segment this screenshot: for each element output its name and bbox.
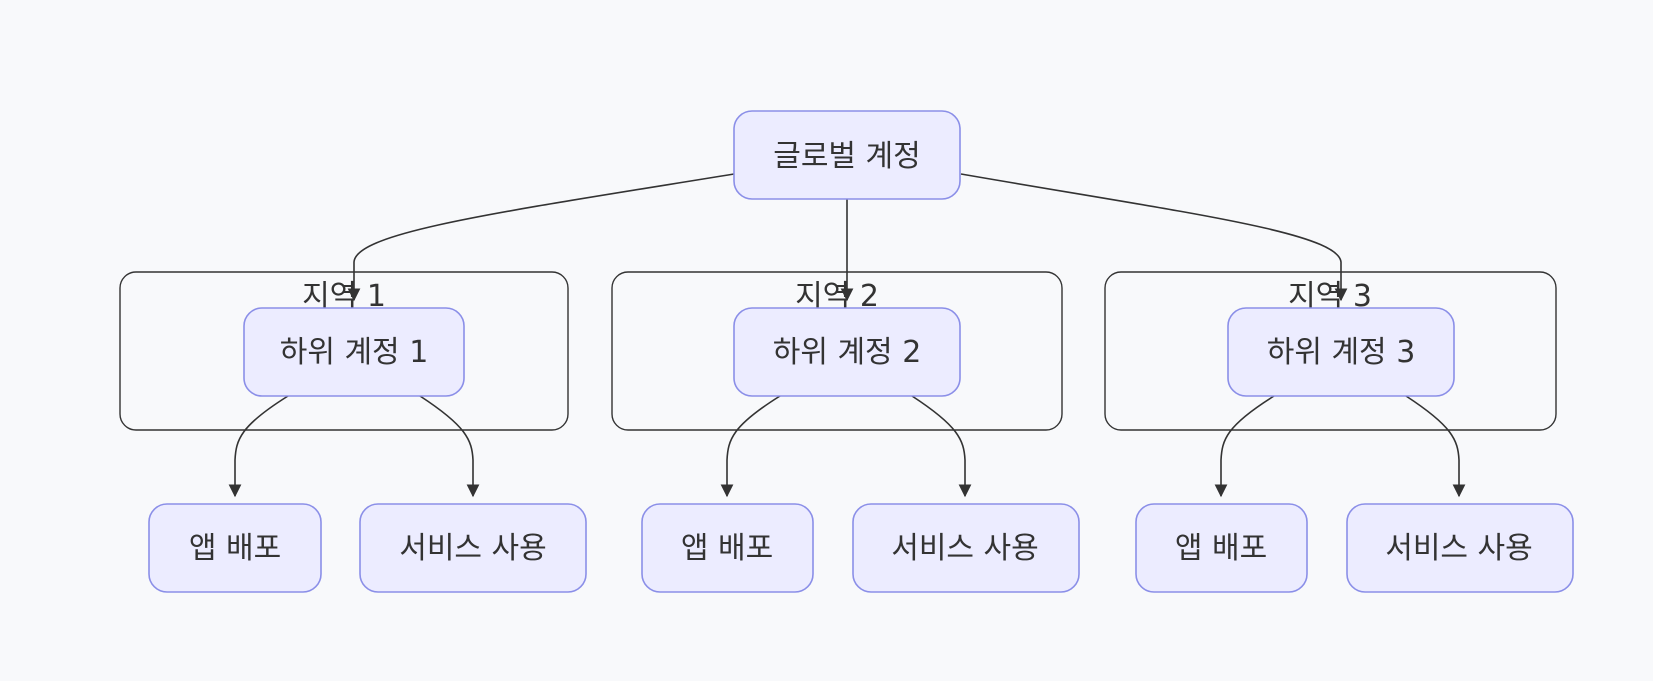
node-app-deploy-1[interactable]: 앱 배포 bbox=[148, 503, 322, 593]
edge-sub-1-to-app bbox=[228, 395, 289, 498]
node-global-account-label: 글로벌 계정 bbox=[773, 139, 921, 174]
node-global-account[interactable]: 글로벌 계정 bbox=[733, 110, 961, 200]
node-app-deploy-2-label: 앱 배포 bbox=[681, 531, 773, 566]
node-service-use-1[interactable]: 서비스 사용 bbox=[359, 503, 587, 593]
node-sub-account-3[interactable]: 하위 계정 3 bbox=[1227, 307, 1455, 397]
node-sub-account-3-label: 하위 계정 3 bbox=[1267, 335, 1416, 370]
edge-root-to-sub-3 bbox=[960, 173, 1348, 302]
node-sub-account-1-label: 하위 계정 1 bbox=[280, 335, 429, 370]
edge-sub-3-to-service bbox=[1405, 395, 1466, 498]
node-app-deploy-3-label: 앱 배포 bbox=[1175, 531, 1267, 566]
edge-sub-3-to-app bbox=[1214, 395, 1275, 498]
node-service-use-1-label: 서비스 사용 bbox=[399, 531, 547, 566]
edge-sub-2-to-service bbox=[911, 395, 972, 498]
node-sub-account-2[interactable]: 하위 계정 2 bbox=[733, 307, 961, 397]
edge-root-to-sub-1 bbox=[347, 173, 735, 302]
node-sub-account-1[interactable]: 하위 계정 1 bbox=[243, 307, 465, 397]
node-sub-account-2-label: 하위 계정 2 bbox=[773, 335, 922, 370]
node-service-use-2-label: 서비스 사용 bbox=[891, 531, 1039, 566]
node-app-deploy-1-label: 앱 배포 bbox=[189, 531, 281, 566]
edge-sub-1-to-service bbox=[419, 395, 480, 498]
node-service-use-2[interactable]: 서비스 사용 bbox=[852, 503, 1080, 593]
node-service-use-3-label: 서비스 사용 bbox=[1385, 531, 1533, 566]
node-app-deploy-2[interactable]: 앱 배포 bbox=[641, 503, 814, 593]
node-service-use-3[interactable]: 서비스 사용 bbox=[1346, 503, 1574, 593]
node-app-deploy-3[interactable]: 앱 배포 bbox=[1135, 503, 1308, 593]
edge-sub-2-to-app bbox=[720, 395, 781, 498]
